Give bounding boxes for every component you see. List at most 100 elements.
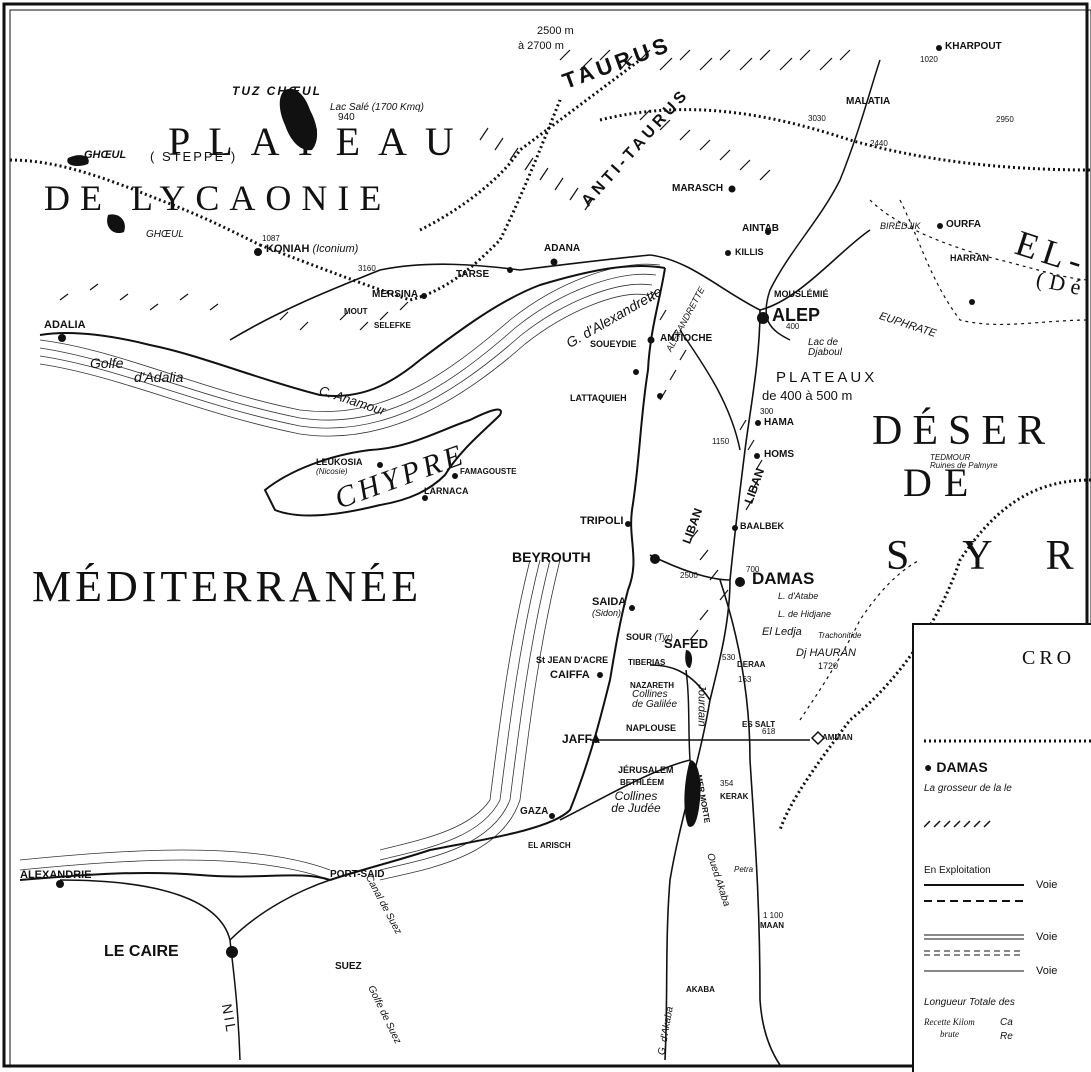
trachonitide: Trachonitide xyxy=(818,631,862,640)
golfe-adalia-2: d'Adalia xyxy=(134,369,184,385)
city-le-caire: LE CAIRE xyxy=(104,943,179,960)
city-antioche: ANTIOCHE xyxy=(660,333,713,344)
city-dots xyxy=(56,45,975,958)
legend-panel: CRO ● DAMAS La grosseur de la le En Expl… xyxy=(912,623,1091,1072)
alt-2500: 2500 xyxy=(680,571,698,580)
city-famagouste: FAMAGOUSTE xyxy=(460,467,517,476)
alt-354: 354 xyxy=(720,779,734,788)
city-koniah: KONIAH (Iconium) xyxy=(266,243,359,255)
el-ledja: El Ledja xyxy=(762,626,802,638)
city-tripoli: TRIPOLI xyxy=(580,515,624,527)
city-gaza: GAZA xyxy=(520,806,549,817)
lake-w2 xyxy=(107,214,125,234)
rail-lines xyxy=(229,229,871,1066)
lake-tuz-label: TUZ CHŒUL xyxy=(232,84,322,98)
city-akaba: AKABA xyxy=(686,985,715,994)
region-plateau: PLATEAU xyxy=(168,119,472,164)
city-safed: SAFED xyxy=(664,636,709,651)
alt-163: 163 xyxy=(738,675,752,684)
city-suez: SUEZ xyxy=(335,961,362,972)
coastline-levant xyxy=(19,267,666,882)
legend-mountain-sample xyxy=(924,820,991,828)
region-plateaux-alt: de 400 à 500 m xyxy=(762,388,853,403)
alt-label-1: 2500 m xyxy=(537,25,574,37)
legend-grosseur: La grosseur de la le xyxy=(924,783,1012,794)
city-aintab: AINTAB xyxy=(742,223,780,234)
city-larnaca: LARNACA xyxy=(424,486,469,496)
city-sour: SOUR (Tyr) xyxy=(626,632,673,642)
map-frame-inner xyxy=(9,9,1091,1067)
alt-700: 700 xyxy=(746,565,760,574)
city-killis: KILLIS xyxy=(735,247,764,257)
city-mersina: MERSINA xyxy=(372,289,419,300)
lake-choeul-sw: GHŒUL xyxy=(146,229,184,240)
city-ourfa: OURFA xyxy=(946,219,981,230)
legend-brute: brute xyxy=(940,1029,959,1039)
city-saida: SAIDA(Sidon) xyxy=(592,596,627,618)
collines-judee: Collines de Judée xyxy=(611,789,661,815)
railways xyxy=(9,58,1091,831)
city-leukosia: LEUKOSIA(Nicosie) xyxy=(316,457,363,476)
river-jordan xyxy=(685,669,691,761)
river-nile xyxy=(59,879,241,1061)
lake-sale-label: Lac Salé (1700 Kmq) xyxy=(330,102,424,113)
city-homs: HOMS xyxy=(764,449,794,460)
city-harran: HARRAN xyxy=(950,253,989,263)
lake-dead-sea xyxy=(684,760,701,827)
legend-voie-2: Voie xyxy=(1036,931,1058,943)
alt-530: 530 xyxy=(722,653,736,662)
region-syr: S Y R xyxy=(886,533,1091,579)
legend-damas-dot: ● xyxy=(924,759,933,775)
alt-400: 400 xyxy=(786,322,800,331)
city-selefke: SELEFKE xyxy=(374,321,411,330)
river-jordan-label: Jourdain xyxy=(695,684,708,727)
alt-300: 300 xyxy=(760,407,774,416)
alt-3160: 3160 xyxy=(358,264,376,273)
collines-galilee: Collines de Galilée xyxy=(632,689,678,710)
city-malatia: MALATIA xyxy=(846,96,891,107)
river-nile-2 xyxy=(229,879,331,941)
city-soueydie: SOUEYDIE xyxy=(590,339,637,349)
alt-2950: 2950 xyxy=(996,115,1014,124)
lac-hidjane: L. de Hidjane xyxy=(778,609,832,619)
city-hama: HAMA xyxy=(764,417,794,428)
alt-1150: 1150 xyxy=(712,437,730,446)
city-caiffa: CAIFFA xyxy=(550,669,590,681)
legend-damas: ● DAMAS xyxy=(924,759,988,775)
region-de-lycaonie: DE LYCAONIE xyxy=(44,178,392,218)
legend-voie-3: Voie xyxy=(1036,965,1058,977)
lake-choeul-w: GHŒUL xyxy=(84,149,127,161)
city-jerusalem: JÉRUSALEM xyxy=(618,765,674,775)
alt-940: 940 xyxy=(338,112,355,123)
city-biredjik: BIREDJIK xyxy=(880,221,921,231)
city-nazareth: NAZARETH xyxy=(630,681,674,690)
city-bethleem: BETHLÉEM xyxy=(620,778,664,787)
legend-railway-sample xyxy=(924,739,1091,743)
river-oronte xyxy=(679,329,741,451)
city-tiberias: TIBERIAS xyxy=(628,658,666,667)
cyprus-island xyxy=(263,408,502,517)
lake-tiberias xyxy=(685,650,693,668)
lac-djaboul: Lac de Djaboul xyxy=(808,337,842,358)
alt-2440: 2440 xyxy=(870,139,888,148)
alt-3030: 3030 xyxy=(808,114,826,123)
city-mouslemie: MOUSLÉMIÉ xyxy=(774,289,829,299)
city-adalia: ADALIA xyxy=(44,319,86,331)
city-lattaquieh: LATTAQUIEH xyxy=(570,393,627,403)
city-marasch: MARASCH xyxy=(672,183,724,194)
city-maan: MAAN xyxy=(760,921,784,930)
legend-voie-samples xyxy=(924,884,1024,972)
legend-exploitation: En Exploitation xyxy=(924,865,991,876)
city-beyrouth: BEYROUTH xyxy=(512,549,591,565)
city-tarse: TARSE xyxy=(456,269,490,280)
legend-kilom: Recette Kilom xyxy=(924,1017,975,1027)
alt-1100: 1 100 xyxy=(763,911,784,920)
steppe-label: ( STEPPE ) xyxy=(150,149,238,164)
city-mout: MOUT xyxy=(344,307,368,316)
golfe-adalia-1: Golfe xyxy=(90,355,124,371)
alt-1020: 1020 xyxy=(920,55,938,64)
legend-ca: Ca xyxy=(1000,1017,1013,1028)
legend-title: CRO xyxy=(1022,647,1076,669)
hauran-alt: 1720 xyxy=(818,661,839,671)
